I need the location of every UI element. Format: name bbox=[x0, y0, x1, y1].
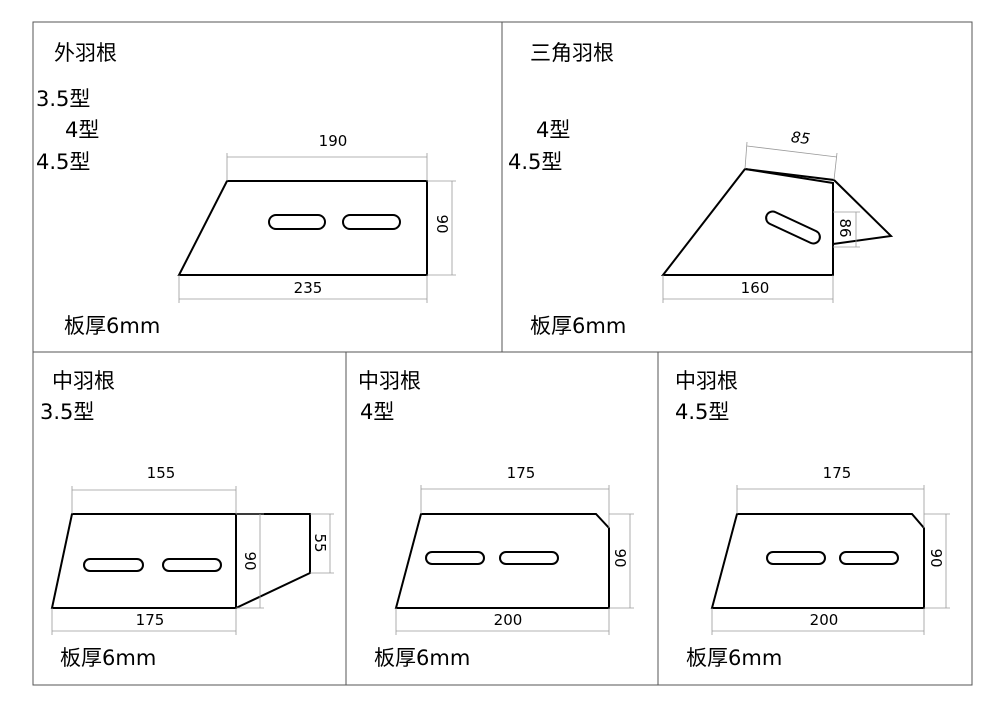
panel-middle-blade-4: 中羽根 4型 175 90 200 板厚6mm bbox=[358, 369, 634, 670]
dimension-lines bbox=[395, 485, 634, 635]
panel-title: 外羽根 bbox=[54, 41, 117, 65]
model-type: 3.5型 bbox=[36, 87, 90, 111]
dimension-label: 90 bbox=[433, 214, 451, 233]
slot-hole bbox=[499, 551, 559, 565]
plate-thickness: 板厚6mm bbox=[374, 646, 470, 670]
dimension-lines bbox=[662, 141, 860, 303]
slot-hole bbox=[83, 558, 144, 572]
panel-title: 三角羽根 bbox=[530, 41, 614, 65]
slot-hole bbox=[765, 210, 821, 245]
panel-outer-blade: 外羽根 3.5型 4型 4.5型 190 90 235 板厚6mm bbox=[36, 41, 456, 338]
plate-thickness: 板厚6mm bbox=[60, 646, 156, 670]
plate-thickness: 板厚6mm bbox=[530, 314, 626, 338]
panel-middle-blade-3-5: 中羽根 3.5型 155 90 55 175 板厚6mm bbox=[40, 369, 334, 670]
blade-outline bbox=[710, 513, 925, 609]
slot-hole bbox=[162, 558, 222, 572]
blade-outline bbox=[50, 513, 237, 609]
dimension-label: 55 bbox=[311, 533, 329, 552]
panel-title: 中羽根 bbox=[358, 369, 421, 393]
panel-title: 中羽根 bbox=[52, 369, 115, 393]
model-type: 4型 bbox=[360, 400, 394, 424]
dimension-label: 200 bbox=[810, 611, 839, 629]
dimension-label: 86 bbox=[836, 218, 854, 237]
dimension-label: 90 bbox=[241, 551, 259, 570]
dimension-label: 85 bbox=[790, 128, 811, 148]
dimension-label: 175 bbox=[507, 464, 536, 482]
triangle-wing-outline bbox=[744, 168, 894, 245]
model-type: 4.5型 bbox=[36, 150, 90, 174]
plate-thickness: 板厚6mm bbox=[686, 646, 782, 670]
blade-outline bbox=[660, 167, 834, 276]
model-type: 4.5型 bbox=[508, 150, 562, 174]
dimension-label: 235 bbox=[294, 279, 323, 297]
dimension-label: 90 bbox=[927, 548, 945, 567]
dimension-lines bbox=[711, 485, 950, 635]
slot-hole bbox=[268, 214, 326, 230]
blade-outline bbox=[394, 513, 610, 609]
slot-hole bbox=[839, 551, 899, 565]
dimension-label: 175 bbox=[823, 464, 852, 482]
dimension-lines bbox=[51, 486, 334, 635]
panel-frame bbox=[32, 21, 973, 686]
dimension-label: 155 bbox=[147, 464, 176, 482]
model-type: 4型 bbox=[65, 118, 99, 142]
panel-title: 中羽根 bbox=[675, 369, 738, 393]
dimension-label: 175 bbox=[136, 611, 165, 629]
dimension-label: 90 bbox=[611, 548, 629, 567]
dimension-label: 160 bbox=[741, 279, 770, 297]
model-type: 4型 bbox=[536, 118, 570, 142]
plate-thickness: 板厚6mm bbox=[64, 314, 160, 338]
model-type: 4.5型 bbox=[675, 400, 729, 424]
slot-hole bbox=[425, 551, 485, 565]
panel-middle-blade-4-5: 中羽根 4.5型 175 90 200 板厚6mm bbox=[675, 369, 950, 670]
slot-hole bbox=[766, 551, 826, 565]
dimension-label: 190 bbox=[319, 132, 348, 150]
slot-hole bbox=[342, 214, 401, 230]
blade-extension-outline bbox=[235, 513, 311, 609]
panel-triangle-blade: 三角羽根 4型 4.5型 85 86 160 板厚6mm bbox=[508, 41, 894, 338]
dimension-lines bbox=[178, 153, 456, 303]
model-type: 3.5型 bbox=[40, 400, 94, 424]
dimension-label: 200 bbox=[494, 611, 523, 629]
